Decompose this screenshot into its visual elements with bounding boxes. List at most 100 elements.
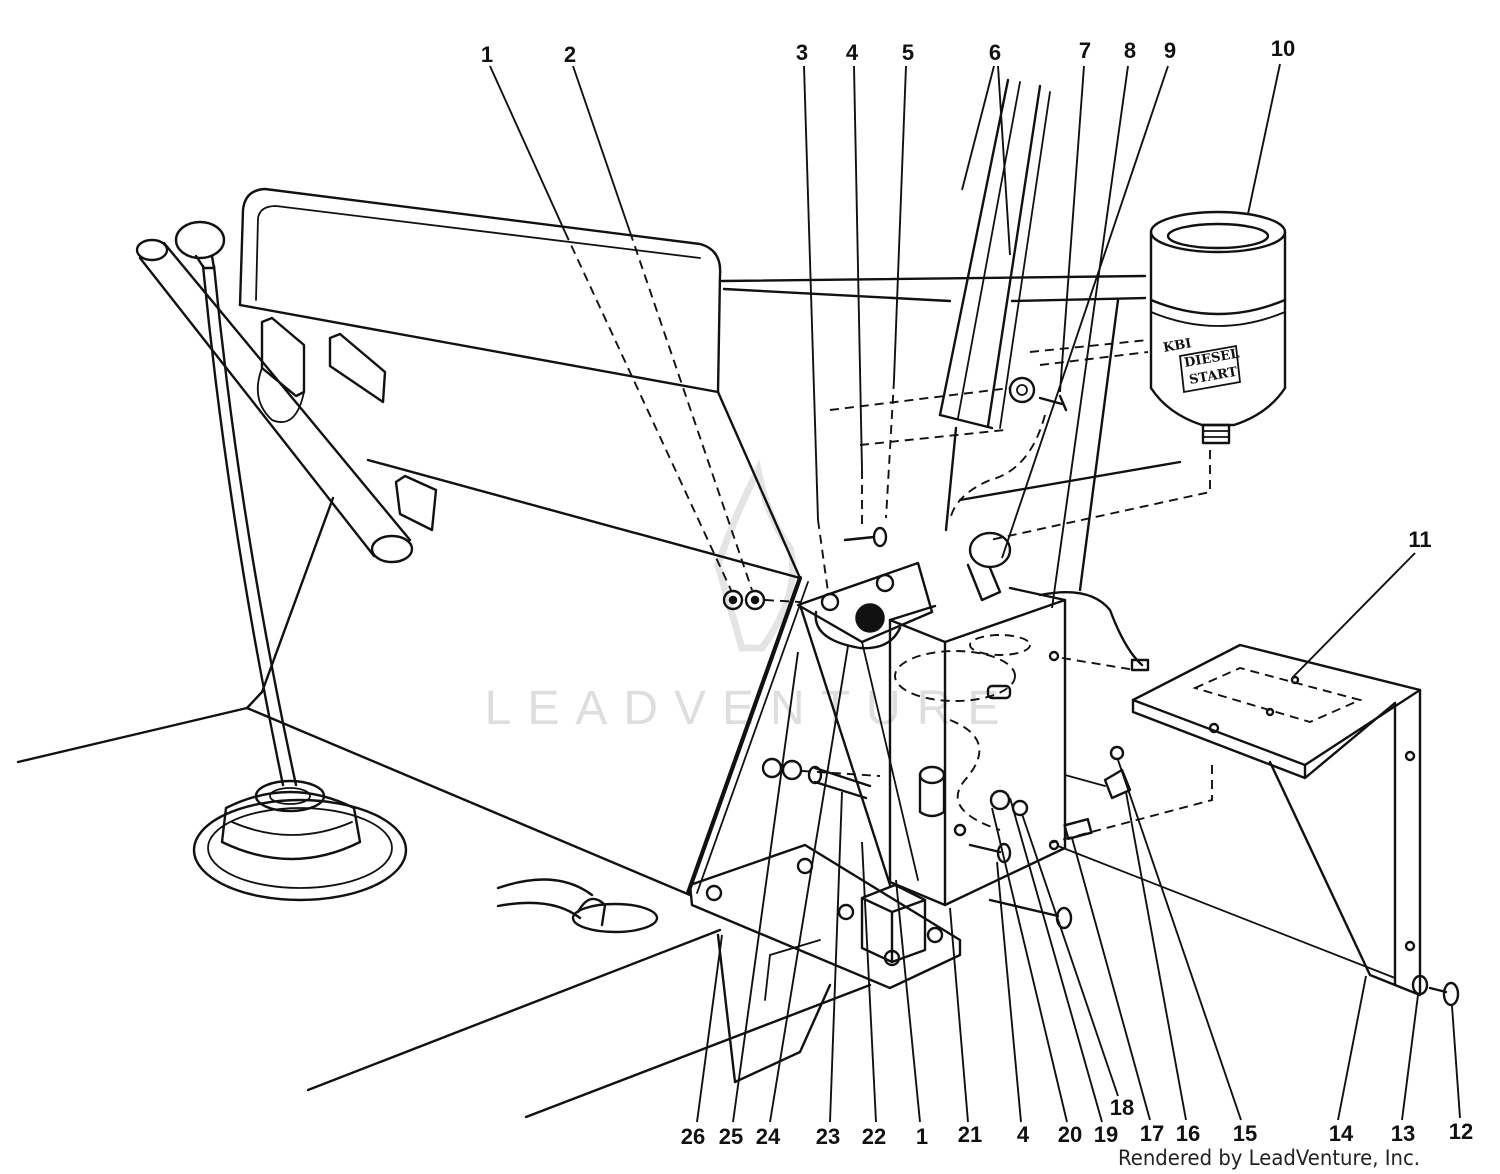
tube-top-end	[135, 238, 169, 262]
callout-bottom-20: 20	[1058, 1122, 1082, 1147]
shelf-arm-edge	[1303, 701, 1397, 780]
tube-clip-1	[260, 316, 306, 398]
leader-bottom-16	[1125, 791, 1187, 1121]
bolt-alignment-line	[1057, 845, 1396, 979]
bolt-4-bottom	[968, 843, 1002, 854]
canister-nipple-threads	[1202, 430, 1230, 438]
lower-firewall-foot	[716, 933, 832, 1084]
box-handle	[986, 684, 1012, 700]
leader-bottom-21	[949, 907, 969, 1123]
washer-guide	[764, 599, 801, 603]
shift-knob-neck	[194, 254, 216, 270]
shelf-bracket	[1049, 643, 1460, 1007]
firewall-edge-inner	[696, 581, 809, 894]
leader-top-10	[1247, 63, 1281, 215]
leader-bottom-17	[1071, 837, 1151, 1121]
washer-1-center	[728, 595, 738, 605]
callout-bottom-17: 17	[1140, 1121, 1164, 1146]
callout-bottom-12: 12	[1449, 1119, 1473, 1144]
canister-band-1	[1149, 298, 1287, 316]
callouts-bottom: 26 25 24 23 22 1 21 4 20 19 18 17 16 15 …	[681, 1095, 1473, 1149]
boot-top-ring	[254, 779, 326, 813]
pillar-bar-left-b	[957, 81, 1021, 419]
watermark-text: LEADVENTURE	[485, 682, 1016, 735]
plate-bolt-1	[705, 884, 723, 902]
bolt-4-top-head	[872, 526, 888, 548]
callout-bottom-15: 15	[1233, 1121, 1257, 1146]
canister: KBI DIESEL START	[989, 210, 1287, 541]
arm-hole-1	[1404, 750, 1416, 762]
callout-top-6: 6	[989, 40, 1001, 65]
leader-bottom-20	[991, 807, 1068, 1123]
washer-3	[761, 757, 783, 779]
hose-fitting	[966, 563, 1002, 602]
bolt-4-top	[843, 535, 876, 542]
nut-7-inner	[1016, 384, 1028, 396]
leader-bottom-14	[1337, 975, 1367, 1121]
boot-body	[220, 790, 362, 861]
tube-lower-line	[138, 256, 376, 558]
pillar-bar-left-a	[938, 78, 1010, 417]
tube-upper-line	[162, 241, 412, 542]
floor-panel-junction	[245, 706, 692, 897]
shelf-front-thickness	[1131, 698, 1307, 780]
callout-bottom-22: 22	[862, 1124, 886, 1149]
leader-bottom-1	[895, 879, 921, 1123]
shelf-hole-2	[1265, 707, 1275, 717]
leader-top-5	[893, 65, 907, 381]
leader-bottom-15	[1117, 759, 1242, 1121]
tube-clip-3	[394, 474, 438, 532]
callout-bottom-26: 26	[681, 1124, 705, 1149]
callout-bottom-4: 4	[1017, 1122, 1030, 1147]
dash-panel	[238, 187, 1182, 592]
callouts-side: 11	[1408, 527, 1431, 552]
dash-right-panel-edge	[1078, 298, 1120, 592]
tube-bottom-end	[370, 534, 414, 564]
shelf-top-plate	[1131, 643, 1422, 767]
leader-bottom-19	[1009, 797, 1103, 1123]
pillar-bar-right-b	[999, 91, 1051, 429]
leader-top-4	[853, 65, 863, 471]
body-floor	[16, 496, 872, 1119]
cable-grommet	[571, 902, 659, 934]
box-top-back	[888, 586, 1067, 622]
shelf-inner-dashed	[1192, 666, 1363, 724]
callout-top-4: 4	[846, 40, 859, 65]
bolt-7-guide-1	[829, 387, 1011, 411]
box-hose-dashed	[949, 719, 1001, 831]
washer-4	[781, 759, 803, 781]
dash-panel-slope	[716, 390, 802, 580]
bracket-hole-2	[875, 573, 895, 593]
dash-back-edge	[944, 426, 958, 532]
leader-top-3-dashed	[817, 519, 829, 593]
nut-7	[1008, 376, 1036, 404]
leader-bottom-13	[1401, 994, 1419, 1121]
callout-bottom-24: 24	[756, 1124, 781, 1149]
arm-hole-2	[1404, 940, 1416, 952]
callout-top-7: 7	[1079, 38, 1091, 63]
floor-plates	[688, 526, 1073, 990]
dash-panel-bottom-edge	[238, 303, 720, 394]
leader-bottom-25	[732, 651, 799, 1123]
foot-block	[860, 883, 927, 964]
screw-15	[1109, 745, 1125, 761]
leader-top-6a	[961, 65, 995, 191]
leader-top-2-dashed	[629, 231, 753, 591]
fuel-pump-top	[918, 765, 946, 785]
mount-plate	[688, 843, 962, 990]
washer-13	[1411, 974, 1429, 996]
boot-fold	[231, 821, 353, 836]
dash-top-right-edge	[720, 274, 1147, 283]
callout-top-9: 9	[1164, 38, 1176, 63]
lower-foot-detail	[764, 939, 821, 1001]
leader-top-8	[1051, 65, 1129, 609]
callout-top-2: 2	[564, 42, 576, 67]
canister-band-2	[1150, 311, 1286, 327]
box-hole-1	[1048, 650, 1060, 662]
pump-tube-end	[807, 765, 823, 785]
tube-clip-loop	[256, 367, 305, 423]
shelf-hole-3	[1208, 722, 1220, 734]
bracket-hole-1	[820, 592, 840, 612]
shift-rod-left	[201, 264, 285, 787]
fitting-16-line	[1064, 774, 1106, 787]
